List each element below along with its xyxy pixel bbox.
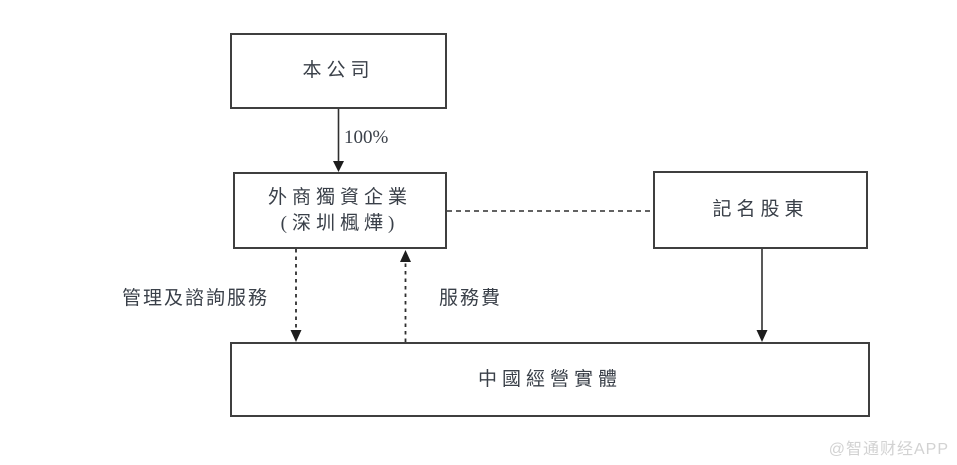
fee-arrowhead-icon — [400, 250, 411, 262]
node-registered-shareholders: 記名股東 — [653, 171, 868, 249]
node-registered-shareholders-label: 記名股東 — [712, 199, 809, 220]
node-wfoe-label-line2: (深圳楓燁) — [280, 212, 400, 234]
services-arrowhead-icon — [290, 330, 302, 342]
management-services-label: 管理及諮詢服務 — [122, 288, 270, 309]
node-china-operating-entities: 中國經營實體 — [230, 342, 870, 417]
node-company-label: 本公司 — [302, 60, 375, 81]
node-wfoe-label-line1: 外商獨資企業 — [267, 186, 412, 208]
node-china-operating-entities-label: 中國經營實體 — [477, 368, 622, 390]
shareholding-arrowhead-icon — [756, 330, 768, 342]
watermark: @智通财经APP — [828, 441, 949, 458]
node-wfoe: 外商獨資企業 (深圳楓燁) — [233, 172, 447, 249]
service-fee-label: 服務費 — [439, 288, 503, 309]
ownership-percentage-label: 100% — [344, 127, 389, 148]
node-company: 本公司 — [230, 33, 447, 109]
ownership-arrowhead-icon — [333, 161, 344, 172]
